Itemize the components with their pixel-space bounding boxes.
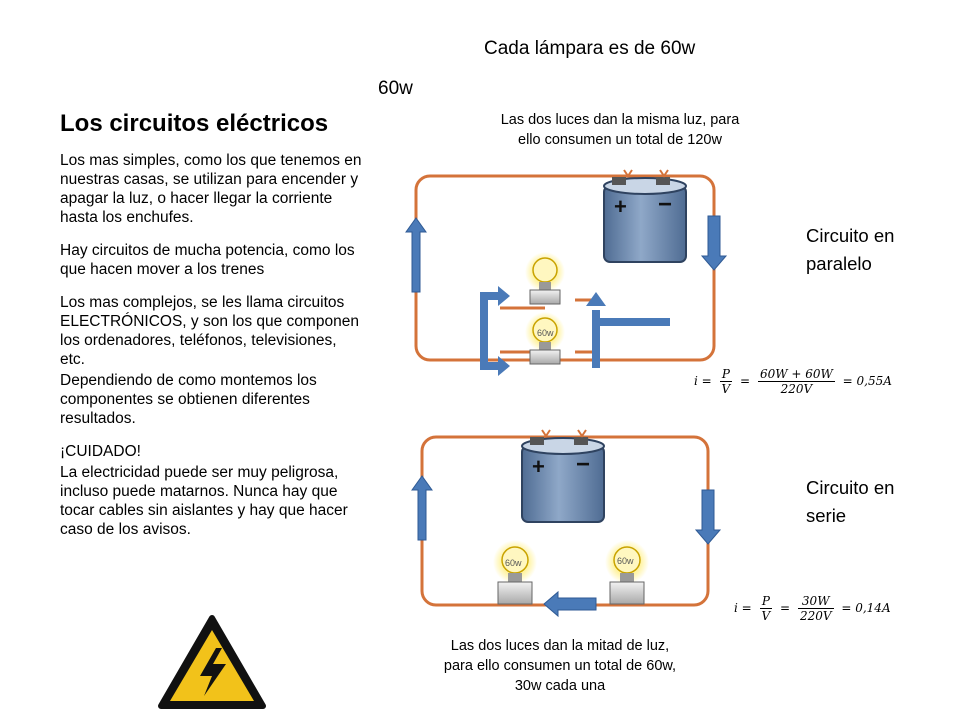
formula-lhs: i	[694, 374, 698, 388]
paragraph-components: Dependiendo de como montemos los compone…	[60, 372, 317, 427]
formula-v: V	[761, 609, 771, 623]
series-label-line2: serie	[806, 505, 847, 526]
lamp-note: Cada lámpara es de 60w	[484, 38, 696, 59]
body-text: Los mas simples, como los que tenemos en…	[60, 151, 365, 553]
series-label: Circuito en serie	[806, 474, 894, 530]
current-arrow-down	[700, 215, 728, 271]
battery-icon: + −	[603, 169, 687, 263]
paragraph-simple: Los mas simples, como los que tenemos en…	[60, 152, 362, 226]
parallel-circuit: + − 60w	[405, 169, 728, 376]
parallel-bulb-label: 60w	[537, 328, 554, 338]
battery-icon: + −	[521, 429, 605, 523]
current-arrow-merge	[592, 310, 670, 368]
paragraph-power: Hay circuitos de mucha potencia, como lo…	[60, 242, 355, 278]
formula-p: P	[719, 367, 733, 382]
light-bulb-icon	[525, 312, 565, 365]
svg-text:+: +	[614, 194, 627, 219]
current-arrow-up	[411, 475, 433, 541]
current-arrow-down	[694, 489, 722, 545]
paragraph-warning-title: ¡CUIDADO!	[60, 443, 141, 460]
formula-denominator: 220V	[780, 382, 813, 396]
formula-result: 0,55A	[856, 374, 892, 388]
paragraph-electronic: Los mas complejos, se les llama circuito…	[60, 294, 359, 368]
parallel-label-line1: Circuito en	[806, 225, 895, 246]
light-bulb-icon	[525, 252, 565, 305]
formula-v: V	[721, 382, 731, 396]
series-bulb-label-left: 60w	[505, 558, 522, 568]
formula-lhs: i	[734, 601, 738, 615]
series-caption-line2: para ello consumen un total de 60w,	[443, 658, 677, 674]
svg-text:−: −	[658, 191, 672, 218]
current-arrow-split-heads	[498, 286, 510, 376]
series-bulb-label-right: 60w	[617, 556, 634, 566]
formula-denominator: 220V	[799, 609, 832, 623]
slide-title: Los circuitos eléctricos	[60, 110, 329, 137]
parallel-caption-line1: Las dos luces dan la misma luz, para	[500, 112, 740, 128]
svg-text:+: +	[532, 454, 545, 479]
series-caption: Las dos luces dan la mitad de luz, para …	[405, 636, 715, 696]
series-circuit: + − 60w 60w	[411, 429, 722, 618]
wattage-note: 60w	[378, 78, 413, 99]
formula-result: 0,14A	[855, 601, 891, 615]
light-bulb-icon	[493, 540, 537, 605]
formula-numerator: 60W + 60W	[757, 367, 835, 382]
formula-p: P	[759, 594, 773, 609]
parallel-label-line2: paralelo	[806, 253, 872, 274]
paragraph-warning: La electricidad puede ser muy peligrosa,…	[60, 464, 348, 538]
current-arrow-left	[543, 590, 597, 618]
current-arrow-merge-head	[586, 292, 606, 306]
svg-text:−: −	[576, 451, 590, 478]
current-arrow-up	[405, 217, 427, 293]
parallel-label: Circuito en paralelo	[806, 222, 894, 278]
parallel-caption: Las dos luces dan la misma luz, para ell…	[470, 110, 770, 150]
formula-numerator: 30W	[797, 594, 834, 609]
series-caption-line1: Las dos luces dan la mitad de luz,	[450, 638, 670, 654]
series-label-line1: Circuito en	[806, 477, 895, 498]
parallel-caption-line2: ello consumen un total de 120w	[518, 132, 722, 148]
current-arrow-split	[480, 292, 498, 370]
high-voltage-warning-icon	[158, 615, 266, 709]
light-bulb-icon	[605, 540, 649, 605]
series-caption-line3: 30w cada una	[514, 678, 606, 694]
